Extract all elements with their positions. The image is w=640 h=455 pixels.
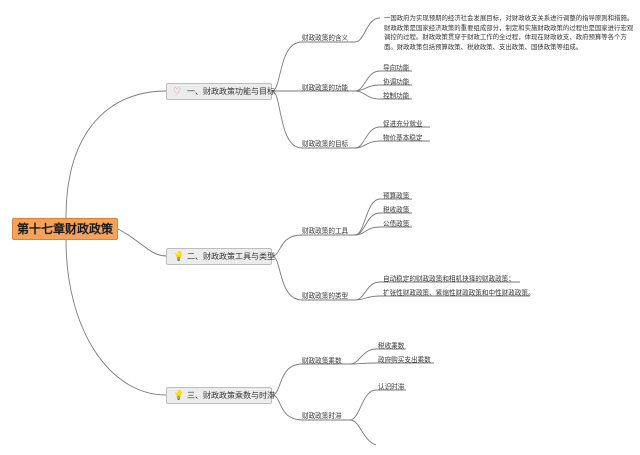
leaf-recognition-lag[interactable]: 认识时滞: [378, 383, 405, 391]
connector-b3c2-stub: [349, 419, 377, 446]
leaf-tax-policy[interactable]: 税收政策: [383, 206, 410, 214]
topic-policy-lag[interactable]: 财政政策时滞: [302, 412, 342, 420]
leaf-expansionary-contractionary-neutral[interactable]: 扩张性财政政策、紧缩性财政政策和中性财政政策。: [383, 289, 535, 297]
connector-c3-leaf2: [354, 140, 430, 149]
heart-icon: ♡: [173, 87, 182, 97]
bulb-icon: 💡: [173, 391, 185, 401]
branch-2[interactable]: 💡二、财政政策工具与类型: [166, 248, 275, 265]
connector-b1-c1: [271, 41, 355, 92]
branch-1[interactable]: ♡ 一、财政政策功能与目标: [166, 83, 275, 100]
connector-b3-c1: [271, 363, 350, 396]
leaf-guidance-function[interactable]: 导向功能: [383, 64, 410, 72]
branch-3[interactable]: 💡三、财政政策乘数与时滞: [166, 387, 275, 404]
topic-policy-definition[interactable]: 财政政策的含义: [302, 34, 349, 42]
policy-definition-text: 一国政府为实现预期的经济社会发展目标，对财政收支关系进行调整的指导原则和措施。财…: [384, 14, 634, 51]
leaf-full-employment[interactable]: 促进充分就业: [383, 120, 423, 128]
connector-b3-c2: [271, 394, 350, 421]
connector-c2-leaf2: [354, 84, 412, 92]
connector-root-b1: [65, 90, 167, 219]
connector-b2c1-leaf2: [354, 212, 412, 236]
branch-3-label: 三、财政政策乘数与时滞: [187, 391, 275, 400]
connector-b2c1-leaf1: [354, 198, 412, 236]
root-topic[interactable]: 第十七章财政政策: [12, 218, 118, 240]
connector-b2c2-leaf1: [354, 281, 520, 301]
bulb-icon: 💡: [173, 252, 185, 262]
topic-policy-goals[interactable]: 财政政策的目标: [302, 140, 349, 148]
connector-c2-leaf1: [354, 70, 412, 92]
connector-c1-leaf: [354, 17, 381, 43]
leaf-public-debt-policy[interactable]: 公债政策: [383, 220, 410, 228]
leaf-coordination-function[interactable]: 协调功能: [383, 78, 410, 86]
leaf-control-function[interactable]: 控制功能: [383, 92, 410, 100]
connector-b3c2-leaf1: [349, 389, 406, 421]
leaf-budget-policy[interactable]: 预算政策: [383, 192, 410, 200]
connector-root-b2: [117, 228, 167, 257]
topic-policy-functions[interactable]: 财政政策的功能: [302, 84, 349, 92]
branch-2-label: 二、财政政策工具与类型: [187, 252, 275, 261]
topic-policy-types[interactable]: 财政政策的类型: [302, 292, 349, 300]
leaf-government-purchase-multiplier[interactable]: 政府购买支出乘数: [378, 356, 431, 364]
connector-c2-leaf3: [354, 90, 412, 100]
branch-1-label: 一、财政政策功能与目标: [187, 87, 275, 96]
connector-b2-c2: [271, 255, 355, 301]
leaf-automatic-discretionary[interactable]: 自动稳定的财政政策和相机抉择的财政政策；: [383, 275, 515, 283]
connector-root-b3: [65, 239, 167, 396]
connector-b2c1-leaf3: [354, 226, 412, 236]
topic-policy-multiplier[interactable]: 财政政策乘数: [302, 357, 342, 365]
connector-b3c1-leaf1: [349, 348, 406, 365]
leaf-tax-multiplier[interactable]: 税收乘数: [378, 342, 405, 350]
connector-b1-c3: [271, 90, 355, 149]
topic-policy-tools[interactable]: 财政政策的工具: [302, 227, 349, 235]
connector-b3c1-leaf2: [349, 362, 434, 365]
leaf-price-stability[interactable]: 物价基本稳定: [383, 134, 423, 142]
connector-b2-c1: [271, 234, 355, 257]
connector-c3-leaf1: [354, 126, 430, 149]
connector-b2c2-leaf2: [354, 295, 530, 301]
